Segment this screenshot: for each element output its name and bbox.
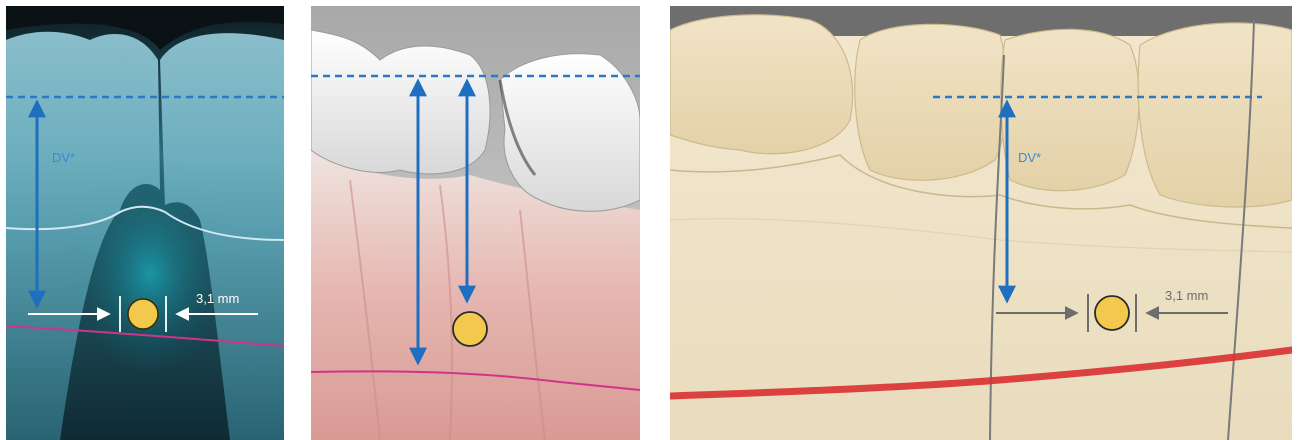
- cast-tooth-1: [670, 15, 853, 154]
- model-implant-marker: [453, 312, 487, 346]
- cast-implant-marker: [1095, 296, 1129, 330]
- cast-measurement-label: 3,1 mm: [1165, 288, 1208, 303]
- panel-model: [311, 6, 640, 440]
- panel-xray: DV* 3,1 mm: [6, 6, 284, 440]
- model-right-crown: [500, 54, 640, 212]
- cast-dv-label: DV*: [1018, 150, 1041, 165]
- cast-tooth-2: [855, 24, 1007, 180]
- xray-implant-marker: [128, 299, 158, 329]
- xray-dv-label: DV*: [52, 150, 75, 165]
- cast-tooth-4: [1138, 23, 1292, 207]
- cast-tooth-3: [1001, 29, 1139, 190]
- panel-cast: DV* 3,1 mm: [670, 6, 1292, 440]
- xray-measurement-label: 3,1 mm: [196, 291, 239, 306]
